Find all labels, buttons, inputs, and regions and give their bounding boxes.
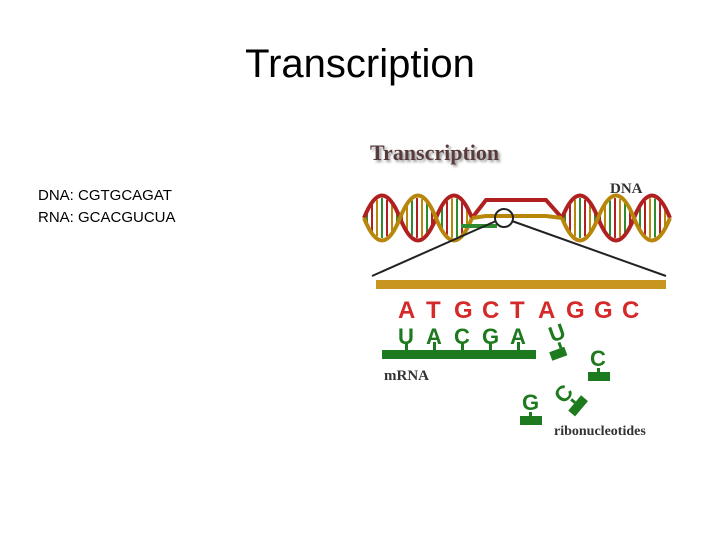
template-bases: A T G C T A G G C bbox=[398, 297, 639, 324]
bubble-mrna-fragment bbox=[461, 224, 497, 228]
nucleotide-block bbox=[588, 372, 610, 381]
template-base: A bbox=[398, 297, 415, 324]
template-base: G bbox=[566, 297, 585, 324]
zoom-line-right bbox=[511, 220, 667, 277]
nucleotide-stem bbox=[570, 398, 576, 404]
template-base: G bbox=[454, 297, 473, 324]
zoom-circle bbox=[494, 208, 514, 228]
nucleotide-block bbox=[520, 416, 542, 425]
nucleotide-stem bbox=[557, 341, 563, 349]
dna-helix bbox=[362, 193, 672, 243]
dna-strand-d bbox=[560, 193, 672, 243]
ribonucleotides-label: ribonucleotides bbox=[554, 424, 646, 439]
template-base: C bbox=[482, 297, 499, 324]
rna-base: A bbox=[426, 324, 442, 349]
bubble-upper-strand bbox=[470, 198, 564, 220]
template-base: T bbox=[426, 297, 441, 324]
transcription-figure: Transcription DNA A T G C T A bbox=[356, 128, 686, 448]
dna-strand-c bbox=[560, 193, 672, 243]
template-strand-bar bbox=[376, 280, 666, 289]
dna-sequence-line: DNA: CGTGCAGAT bbox=[38, 187, 172, 204]
nucleotide-block bbox=[568, 395, 588, 417]
free-base: G bbox=[522, 390, 539, 415]
rna-base: G bbox=[482, 324, 499, 349]
nucleotide-stem bbox=[597, 368, 600, 373]
slide-title: Transcription bbox=[245, 42, 475, 86]
template-base: T bbox=[510, 297, 525, 324]
free-nucleotide-c-upper: C bbox=[588, 346, 610, 381]
rna-base: U bbox=[398, 324, 414, 349]
dna-strand-a bbox=[362, 193, 474, 243]
template-base: A bbox=[538, 297, 555, 324]
rna-base: A bbox=[510, 324, 526, 349]
mrna-ticks bbox=[405, 342, 520, 351]
rna-bases: U A C G A bbox=[398, 324, 526, 349]
slide-body: DNA: CGTGCAGAT RNA: GCACGUCUA bbox=[38, 185, 176, 229]
rna-sequence-line: RNA: GCACGUCUA bbox=[38, 209, 176, 226]
mrna-bar bbox=[382, 350, 536, 359]
nucleotide-stem bbox=[529, 412, 532, 417]
bubble-lower-strand bbox=[471, 214, 563, 220]
free-nucleotide-g: G bbox=[520, 390, 542, 425]
template-base: G bbox=[594, 297, 613, 324]
zoom-line-left bbox=[371, 220, 497, 277]
nucleotide-block bbox=[549, 346, 568, 361]
rna-base: C bbox=[454, 324, 470, 349]
figure-banner: Transcription bbox=[370, 140, 499, 165]
template-base: C bbox=[622, 297, 639, 324]
incoming-nucleotide-u: U bbox=[545, 318, 569, 361]
mrna-label: mRNA bbox=[384, 368, 429, 384]
free-nucleotide-c-rotated: C bbox=[549, 379, 588, 417]
dna-label: DNA bbox=[610, 181, 643, 197]
free-base: C bbox=[590, 346, 606, 371]
